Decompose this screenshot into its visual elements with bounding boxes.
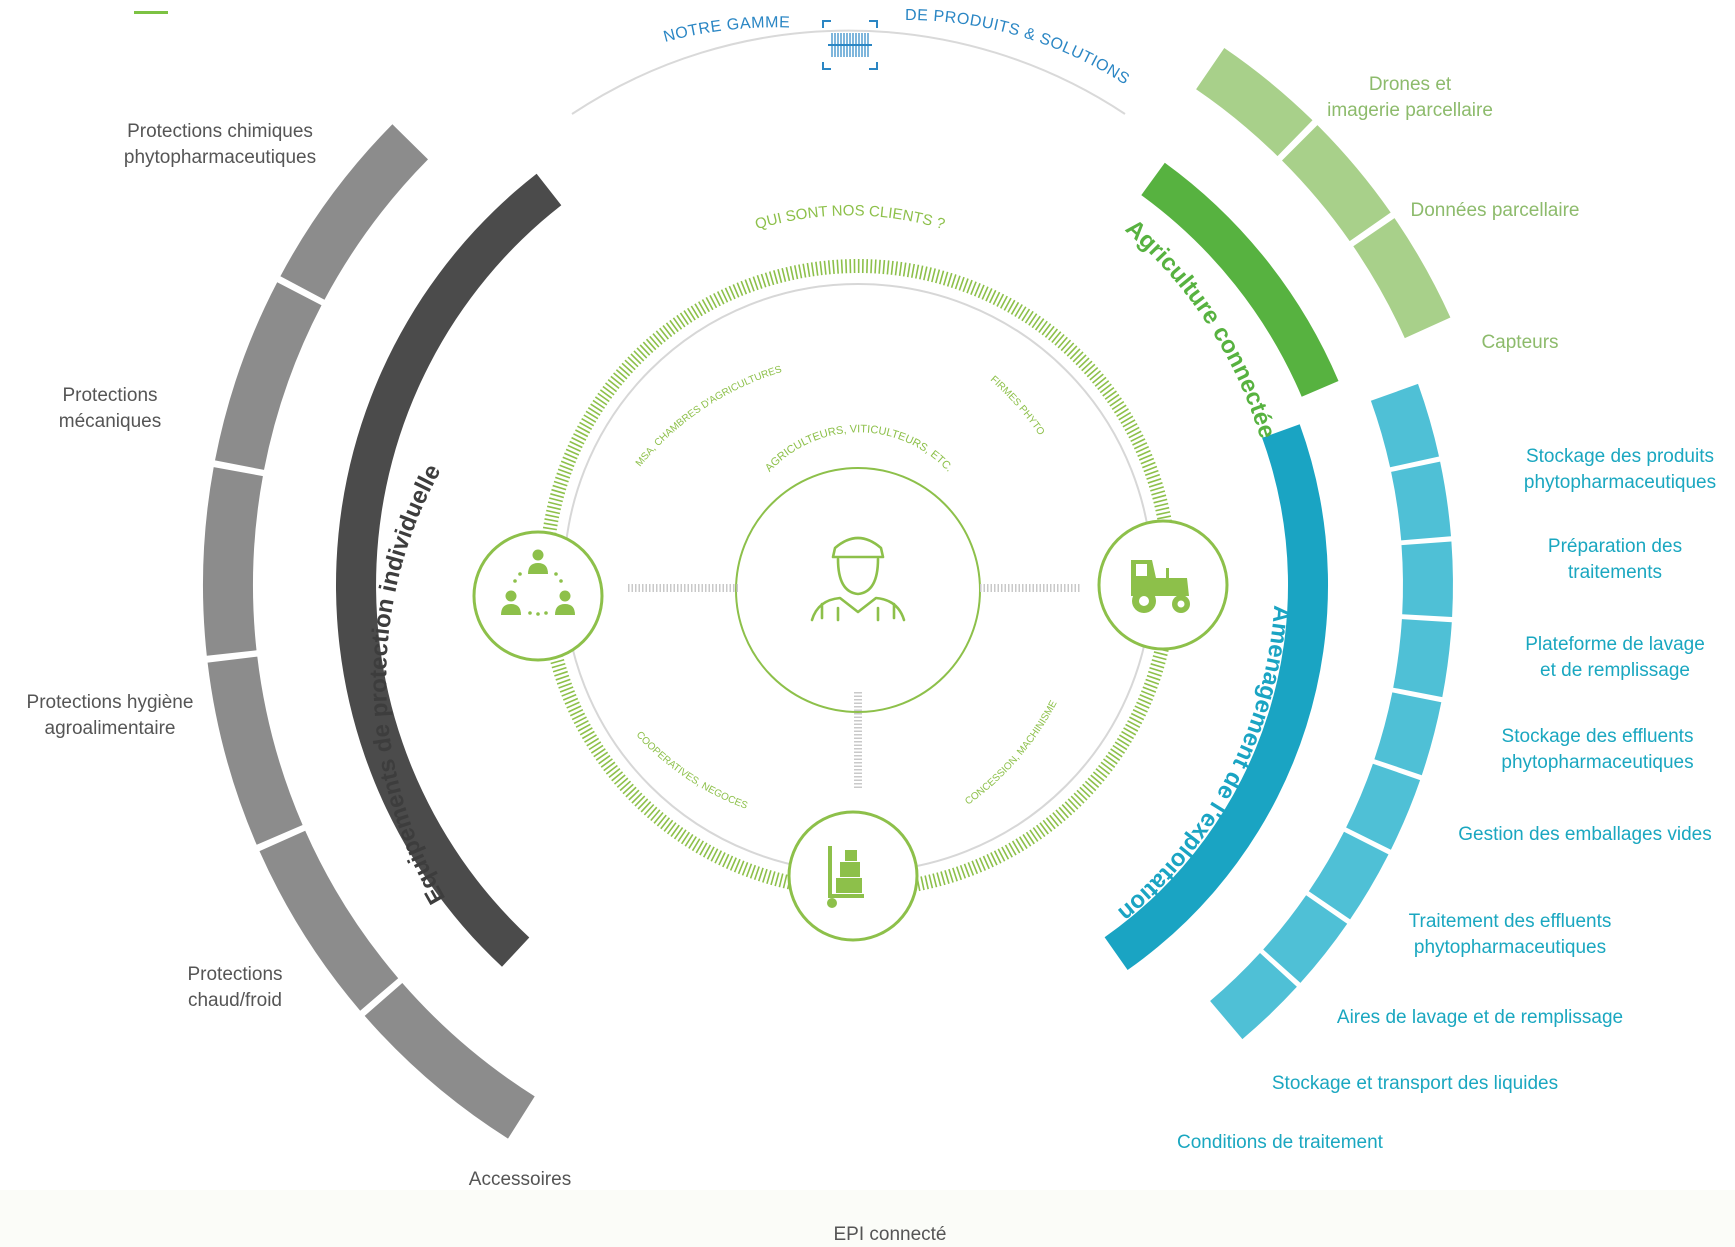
core-label: AGRICULTEURS, VITICULTEURS, ETC. xyxy=(763,423,955,474)
amen-item-conditions: Conditions de traitement xyxy=(1177,1132,1383,1153)
segment-bottom-right: CONCESSION, MACHINISME xyxy=(963,699,1059,808)
top-accent-line xyxy=(134,11,168,14)
amen-item-emballages: Gestion des emballages vides xyxy=(1458,824,1712,845)
node-network-people xyxy=(472,530,604,662)
epi-segment-5 xyxy=(215,282,322,470)
clients-question: QUI SONT NOS CLIENTS ? xyxy=(753,202,947,233)
amen-segment-4 xyxy=(1393,619,1452,698)
agriculture-segment-ring xyxy=(1196,48,1451,339)
agri-item-capteurs: Capteurs xyxy=(1481,332,1559,353)
amen-item-aires-lavage: Aires de lavage et de remplissage xyxy=(1336,1007,1624,1028)
amen-segment-8 xyxy=(1263,895,1348,983)
epi-item-mecaniques: Protections mécaniques xyxy=(58,385,162,432)
title-left: NOTRE GAMME xyxy=(662,14,791,46)
category-bands xyxy=(335,162,1339,970)
node-hand-truck xyxy=(787,810,919,942)
agri-item-donnees: Données parcellaire xyxy=(1410,200,1580,221)
segment-bottom-left: COOPERATIVES, NEGOCES xyxy=(634,730,749,812)
node-tractor xyxy=(1097,519,1229,651)
segment-top-right: FIRMES PHYTO xyxy=(988,374,1046,438)
amen-item-preparation: Préparation des traitements xyxy=(1547,536,1683,583)
epi-segment-1 xyxy=(364,983,535,1139)
epi-segment-4 xyxy=(202,467,263,656)
epi-segment-ring xyxy=(202,124,535,1139)
barcode-scan-icon xyxy=(822,20,878,70)
farmer-icon xyxy=(810,536,906,622)
amen-item-traitement-effluents: Traitement des effluents phytopharmaceut… xyxy=(1408,911,1612,958)
epi-band xyxy=(335,173,562,967)
agri-segment-1 xyxy=(1196,48,1313,157)
epi-item-connecte: EPI connecté xyxy=(833,1224,947,1245)
amen-segment-6 xyxy=(1346,763,1421,850)
amen-item-stockage-liquides: Stockage et transport des liquides xyxy=(1271,1073,1559,1094)
amen-segment-1 xyxy=(1370,383,1439,468)
amen-segment-3 xyxy=(1401,541,1453,617)
title-arc-line xyxy=(571,29,1126,115)
agri-item-drones: Drones et imagerie parcellaire xyxy=(1327,74,1493,121)
epi-segment-6 xyxy=(280,124,428,300)
hand-truck-icon xyxy=(827,846,864,908)
amen-segment-9 xyxy=(1210,953,1297,1040)
amen-segment-5 xyxy=(1374,692,1442,776)
agri-segment-3 xyxy=(1353,218,1451,339)
epi-item-accessoires: Accessoires xyxy=(468,1169,572,1190)
agri-band xyxy=(1141,162,1339,397)
epi-segment-3 xyxy=(207,656,303,845)
amenagement-segment-ring xyxy=(1210,383,1453,1040)
amen-segment-7 xyxy=(1308,831,1389,920)
epi-item-hygiene: Protections hygiène agroalimentaire xyxy=(26,692,194,739)
agri-segment-2 xyxy=(1282,125,1391,242)
segment-top-left: MSA, CHAMBRES D'AGRICULTURES xyxy=(634,364,784,469)
network-people-icon xyxy=(501,549,575,616)
amenagement-band xyxy=(1104,424,1329,970)
epi-item-chimiques: Protections chimiques phytopharmaceutiqu… xyxy=(123,121,317,168)
epi-item-chaud-froid: Protections chaud/froid xyxy=(187,964,283,1011)
amen-item-stockage-produits: Stockage des produits phytopharmaceutiqu… xyxy=(1523,446,1717,493)
amen-item-plateforme: Plateforme de lavage et de remplissage xyxy=(1525,634,1705,681)
footer-band xyxy=(0,1190,1735,1247)
amen-item-stockage-effluents: Stockage des effluents phytopharmaceutiq… xyxy=(1501,726,1694,773)
amen-segment-2 xyxy=(1391,461,1451,541)
epi-segment-2 xyxy=(259,830,399,1011)
title-right: DE PRODUITS & SOLUTIONS xyxy=(905,7,1132,88)
tractor-icon xyxy=(1131,560,1190,613)
core-circle xyxy=(735,467,981,713)
